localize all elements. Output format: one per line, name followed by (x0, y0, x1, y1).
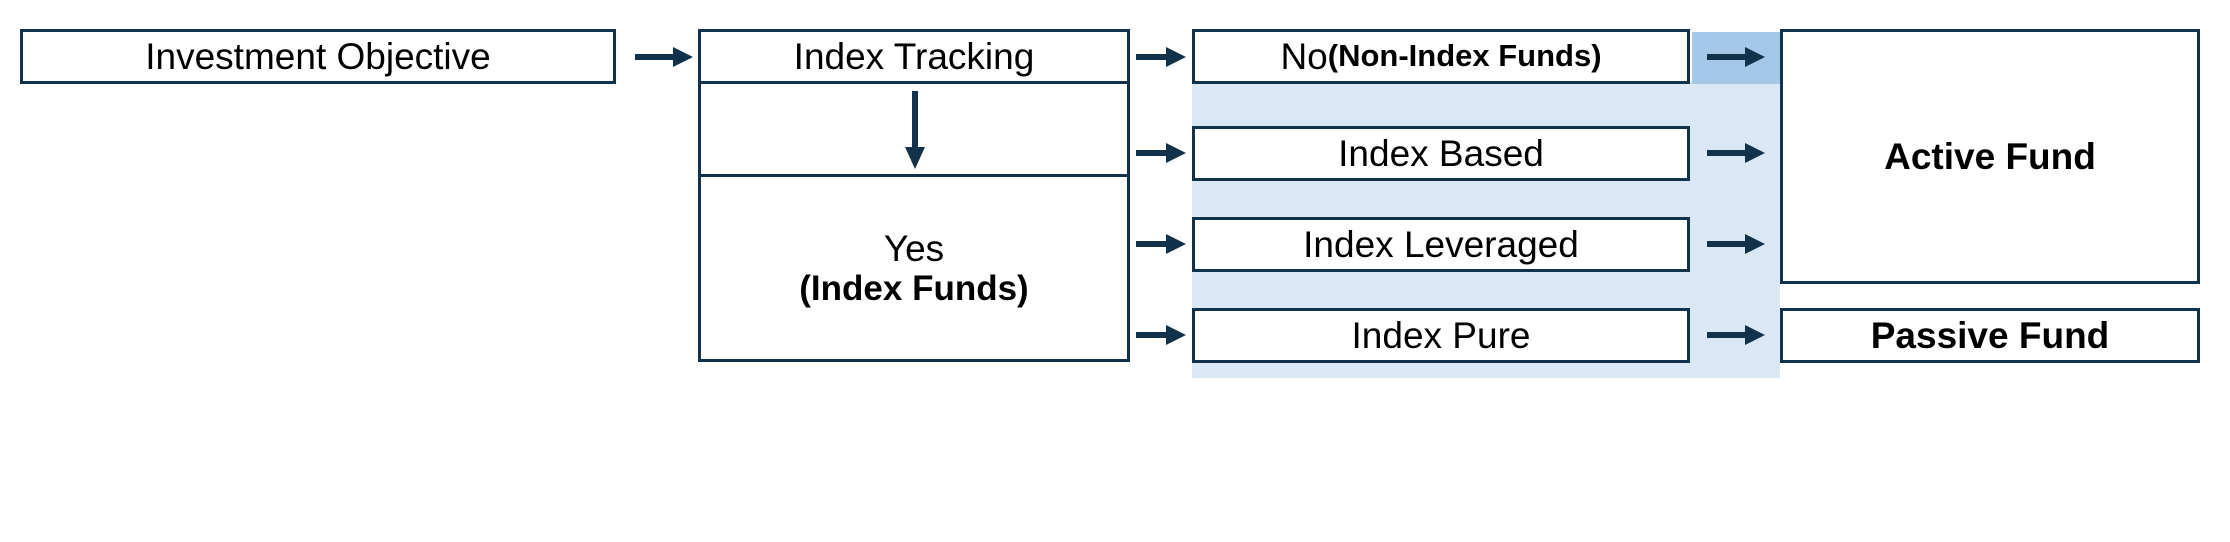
node-no-non-index-funds[interactable]: No (Non-Index Funds) (1192, 29, 1690, 84)
node-no-label: No (1280, 35, 1328, 77)
node-passive-fund[interactable]: Passive Fund (1780, 308, 2200, 363)
node-index-based-label: Index Based (1338, 132, 1544, 174)
node-index-tracking[interactable]: Index Tracking (698, 29, 1130, 84)
node-index-pure[interactable]: Index Pure (1192, 308, 1690, 363)
arrow-index-leveraged-to-active (1692, 227, 1780, 261)
node-index-based[interactable]: Index Based (1192, 126, 1690, 181)
arrow-yes-to-index-pure (1132, 318, 1190, 352)
arrow-yes-to-index-based (1132, 136, 1190, 170)
node-yes-sublabel: (Index Funds) (799, 269, 1029, 309)
arrow-tracking-to-yes (880, 86, 950, 174)
node-investment-objective-label: Investment Objective (145, 35, 491, 77)
arrow-yes-to-index-leveraged (1132, 227, 1190, 261)
node-passive-fund-label: Passive Fund (1870, 314, 2110, 356)
node-index-leveraged-label: Index Leveraged (1303, 223, 1579, 265)
arrow-index-based-to-active (1692, 136, 1780, 170)
node-yes-index-funds[interactable]: Yes (Index Funds) (698, 174, 1130, 362)
node-index-tracking-label: Index Tracking (793, 35, 1035, 77)
node-active-fund-label: Active Fund (1884, 135, 2096, 177)
arrow-no-to-active (1692, 40, 1780, 74)
node-investment-objective[interactable]: Investment Objective (20, 29, 616, 84)
arrow-tracking-to-no (1132, 40, 1190, 74)
node-index-pure-label: Index Pure (1351, 314, 1531, 356)
arrow-objective-to-tracking (630, 40, 698, 74)
arrow-index-pure-to-passive (1692, 318, 1780, 352)
node-no-sublabel: (Non-Index Funds) (1327, 38, 1602, 74)
node-yes-label: Yes (883, 227, 945, 269)
node-index-leveraged[interactable]: Index Leveraged (1192, 217, 1690, 272)
node-active-fund[interactable]: Active Fund (1780, 29, 2200, 284)
connector-tracking-down-well (698, 84, 1130, 174)
